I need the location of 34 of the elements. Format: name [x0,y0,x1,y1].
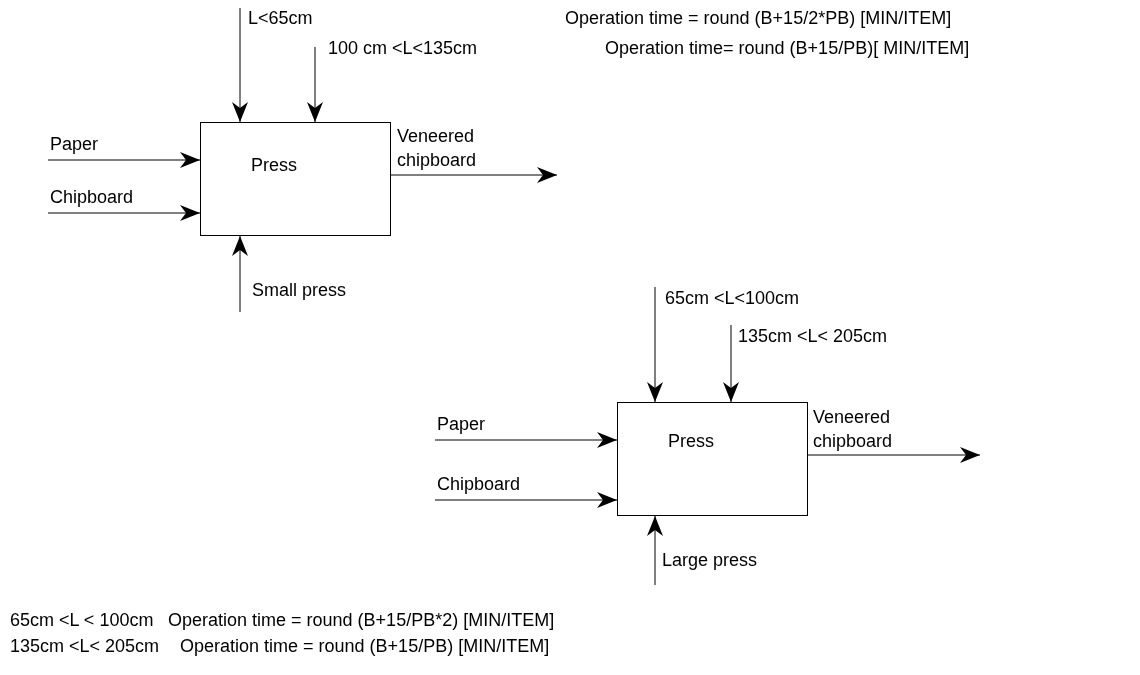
arrow [232,235,248,313]
note-text: Operation time = round (B+15/PB*2) [MIN/ITEM] [168,609,555,632]
edge-label: Paper [437,413,486,436]
process-box [617,402,808,516]
process-name: Press [251,155,297,176]
arrow [647,515,663,586]
arrow [307,46,323,123]
process-box [200,122,391,236]
process-name: Press [668,431,714,452]
arrow [390,167,558,183]
arrow [434,492,618,508]
edge-label: Small press [252,279,347,302]
arrow [434,432,618,448]
arrow [647,286,663,403]
edge-label: 100 cm <L<135cm [328,37,478,60]
edge-label: Veneered chipboard [397,125,478,172]
note-text: 135cm <L< 205cm [10,635,160,658]
note-text: Operation time = round (B+15/2*PB) [MIN/ITEM] [565,7,952,30]
edge-label: Chipboard [50,186,134,209]
edge-label: 135cm <L< 205cm [738,325,888,348]
note-text: Operation time = round (B+15/PB) [MIN/ITEM] [180,635,550,658]
edge-label: 65cm <L<100cm [665,287,800,310]
edge-label: Veneered chipboard [813,406,894,453]
edge-label: L<65cm [248,7,313,30]
arrow [47,205,201,221]
arrow [232,7,248,123]
note-text: Operation time= round (B+15/PB)[ MIN/ITEM] [605,37,970,60]
edge-label: Chipboard [437,473,521,496]
arrow [47,152,201,168]
note-text: 65cm <L < 100cm [10,609,154,632]
edge-label: Large press [662,549,758,572]
edge-label: Paper [50,133,99,156]
arrow [807,447,981,463]
arrow [723,324,739,403]
